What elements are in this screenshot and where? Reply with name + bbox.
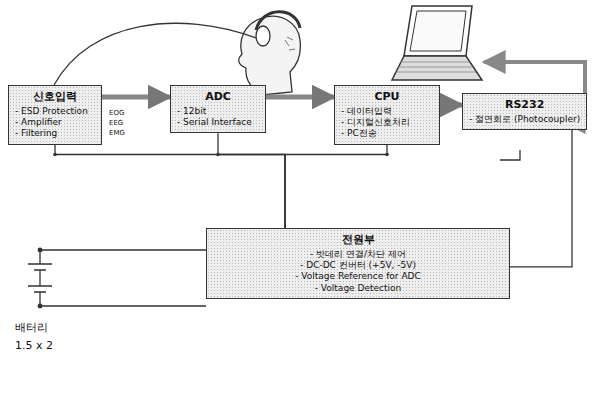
junction-dot [385,153,389,157]
signal-name: EOG [108,110,125,117]
box-item: - Amplifier [15,117,95,128]
rs232-box: RS232 - 절연회로 (Photocoupler) [462,93,587,130]
input-box: 신호입력 - ESD Protection- Amplifier- Filteri… [8,85,102,145]
box-title: ADC [177,90,259,104]
junction-dot [53,153,57,157]
power-line [55,145,285,229]
box-title: RS232 [469,98,580,112]
box-item: - 데이터입력 [341,106,433,117]
power-box: 전원부- 밧데리 연결/차단 제어- DC-DC 컨버터 (+5V, -5V)-… [206,228,510,299]
power-line [285,145,387,229]
battery-label: 1.5 x 2 [14,340,54,351]
signal-arrow [266,95,334,100]
power-line [510,115,587,267]
box-title: 신호입력 [15,90,95,104]
head-figure [54,12,300,95]
box-item: - Voltage Detection [213,283,503,294]
battery-symbol [28,248,206,308]
box-item: - DC-DC 컨버터 (+5V, -5V) [213,260,503,271]
cpu-box: CPU - 데이터입력- 디지털신호처리- PC전송 [334,85,440,145]
adc-box: ADC - 12bit- Serial Interface [170,85,266,133]
laptop-figure [392,6,482,80]
signal-arrow [440,103,462,108]
box-item: - 절연회로 (Photocoupler) [469,114,580,125]
power-line [218,133,285,228]
signal-name: EMG [108,130,126,137]
box-item: - Filtering [15,128,95,139]
junction-dot [216,153,220,157]
box-item: - 디지털신호처리 [341,117,433,128]
box-item: - 12bit [177,106,259,117]
box-item: - ESD Protection [15,106,95,117]
signal-name: EEG [108,120,124,127]
battery-label: 배터리 [14,322,49,333]
box-title: CPU [341,90,433,104]
box-title: 전원부 [213,233,503,247]
power-bus-stub [500,150,520,160]
box-item: - Voltage Reference for ADC [213,271,503,282]
box-item: - 밧데리 연결/차단 제어 [213,249,503,260]
signal-arrow [102,95,170,100]
box-item: - PC전송 [341,128,433,139]
box-item: - Serial Interface [177,117,259,128]
